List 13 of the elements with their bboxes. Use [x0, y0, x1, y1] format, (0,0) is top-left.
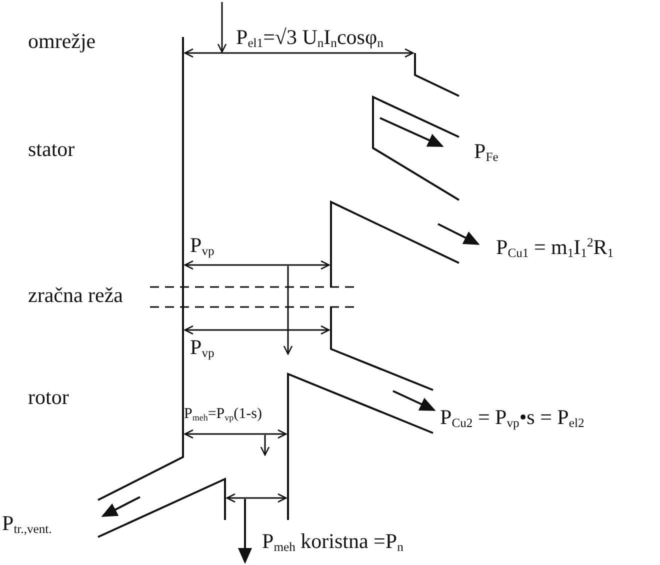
region-label: stator — [28, 138, 75, 162]
region-label: zračna reža — [28, 284, 123, 308]
formula: P$_{meh}$ koristna =P$_{n}$ — [262, 530, 404, 555]
region-label: omrežje — [28, 30, 96, 54]
formula: P$_{Cu1}$ = m$_{1}$I$_{1}$$^{2}$R$_{1}$ — [496, 236, 614, 261]
formula: P$_{tr.,vent.}$ — [2, 512, 52, 537]
formula: P$_{vp}$ — [190, 234, 214, 259]
formula: P$_{Cu2}$ = P$_{vp}$•s = P$_{el2}$ — [440, 406, 584, 431]
region-label: rotor — [28, 386, 69, 410]
formula: P$_{Fe}$ — [474, 140, 498, 165]
formula: P$_{el1}$=√3 U$_{n}$I$_{n}$cosφ$_{n}$ — [236, 26, 384, 51]
formula: P$_{vp}$ — [190, 336, 214, 361]
formula: P$_{meh}$=P$_{vp}$(1-s) — [184, 406, 262, 424]
